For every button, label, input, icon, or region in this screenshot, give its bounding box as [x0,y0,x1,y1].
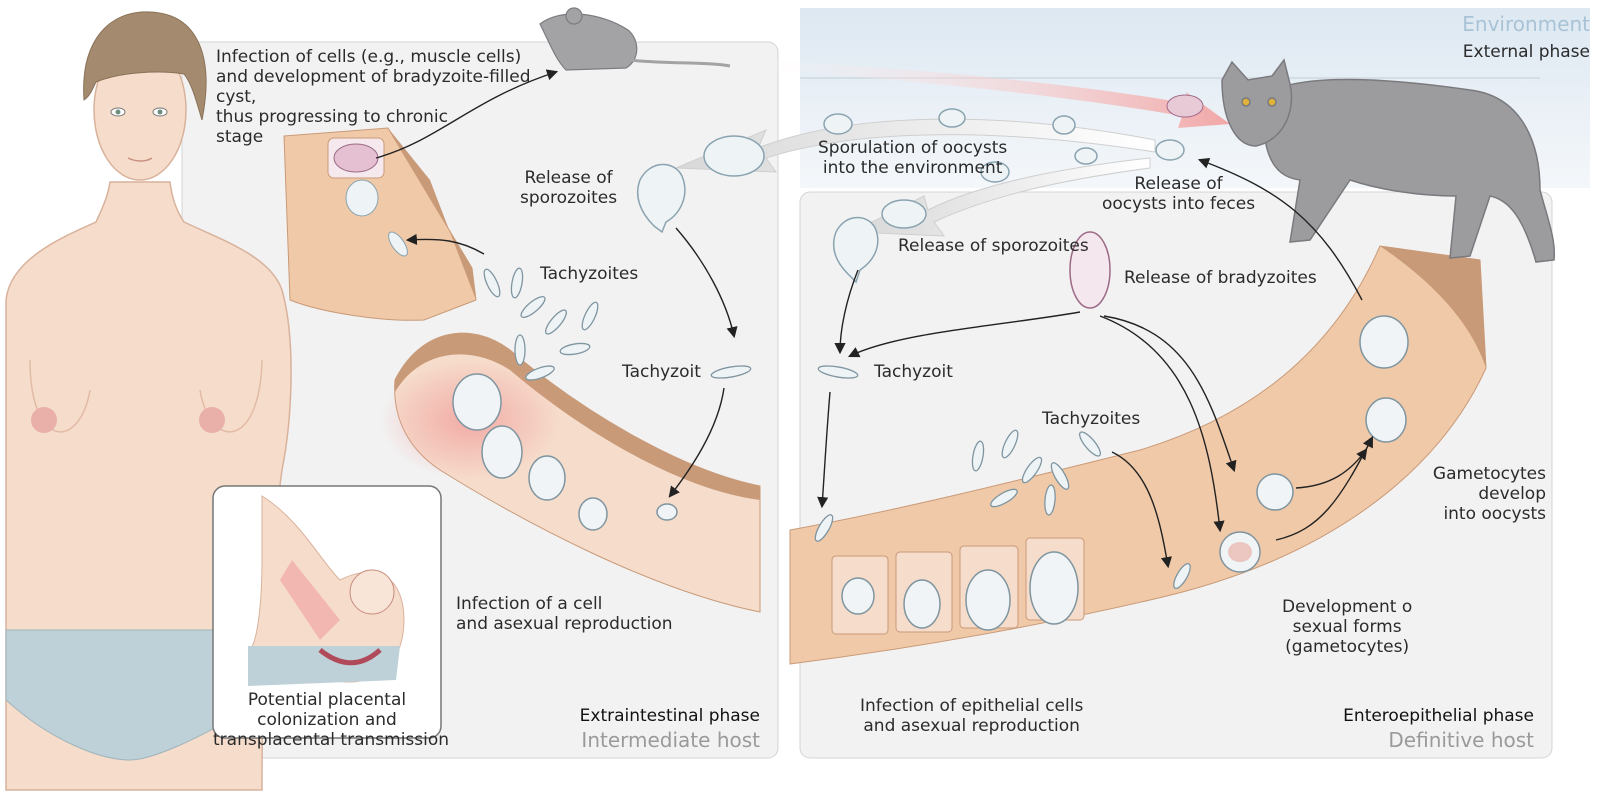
arrow-gametocyte-upper [1295,448,1368,489]
arrow-to-muscle-cell [405,233,485,255]
placenta-label: Potential placental colonization and tra… [213,690,450,750]
cell-infection-label: Infection of a cell and asexual reproduc… [456,594,673,634]
sporulation-label: Sporulation of oocysts into the environm… [818,138,1008,178]
tachyzoit-label-left: Tachyzoit [622,362,701,382]
tachyzoites-label-left: Tachyzoites [540,264,639,284]
release-bradyzoites-label: Release of bradyzoites [1124,268,1317,288]
flow-arrows [375,69,1374,569]
cat-figure [1221,58,1556,263]
arrow-sporozoites-to-tachyzoit-right [834,269,859,355]
tachyzoites-label-right: Tachyzoites [1042,409,1141,429]
sporocysts [636,163,879,284]
release-sporozoites-label-left: Release of sporozoites [520,168,618,208]
free-tachyzoites [483,267,1191,590]
release-oocysts-label: Release of oocysts into feces [1102,174,1256,214]
arrow-bradyzoite-to-cell [1099,315,1225,533]
arrow-bradyzoite-to-tachyzoit [847,311,1081,358]
gametocytes-develop-label: Gametocytes develop into oocysts [1432,464,1546,524]
muscle-tissue-block [283,127,477,321]
intermediate-host-name: Intermediate host [581,728,760,752]
tissue-cyst-in-arrow [1166,94,1204,118]
arrow-oocyst-to-feces [1197,157,1363,301]
arrow-tachyzoit-to-cell [668,387,725,498]
bradyzoite-cyst [1069,231,1111,309]
environment-title: Environment [1462,12,1590,36]
arrow-cyst-to-mouse [375,69,559,159]
extraintestinal-phase-name: Extraintestinal phase [579,706,760,726]
sexual-forms-label: Development o sexual forms (gametocytes) [1282,597,1413,657]
arrow-tachyzoit-to-epithelium [817,391,831,509]
predation-arrow [715,58,1230,128]
infected-tissue-band [380,332,761,613]
tachyzoit-label-right: Tachyzoit [874,362,953,382]
muscle-cyst-label: Infection of cells (e.g., muscle cells) … [216,47,531,147]
pregnancy-illustration [248,495,405,686]
definitive-host-name: Definitive host [1388,728,1534,752]
oocysts-in-arrow [703,108,1185,229]
intestinal-epithelium [789,245,1487,665]
arrow-tachyzoites-to-cell [1111,451,1172,569]
release-sporozoites-label-right: Release of sporozoites [898,236,1089,256]
arrow-bradyzoite-to-gametocyte [1103,315,1237,473]
enteroepithelial-phase-name: Enteroepithelial phase [1343,706,1534,726]
environment-subtitle: External phase [1462,42,1590,62]
epithelial-infection-label: Infection of epithelial cells and asexua… [860,696,1084,736]
arrow-sporozoites-to-tachyzoit [675,227,738,339]
mouse-figure [539,7,731,71]
